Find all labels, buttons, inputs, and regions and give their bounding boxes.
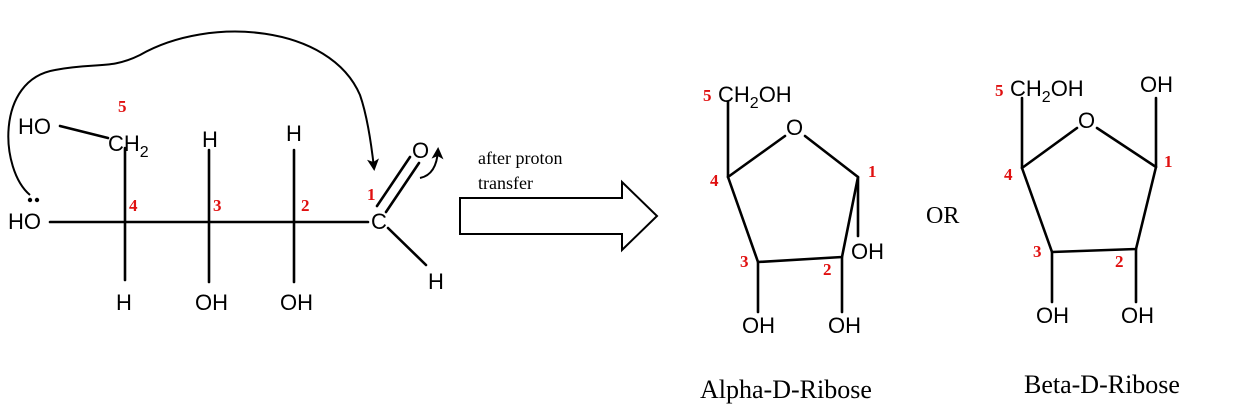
ch2-label: CH2 xyxy=(108,131,149,161)
or-label: OR xyxy=(926,203,959,229)
alpha-d-ribose-structure: CH2OH O OH OH OH 5 4 1 3 2 Alpha-D-Ribos… xyxy=(700,82,884,404)
alpha-number-2: 2 xyxy=(823,260,832,279)
carbon-number-5: 5 xyxy=(118,97,127,116)
beta-number-2: 2 xyxy=(1115,252,1124,271)
carbonyl-double-bond-a xyxy=(375,155,412,208)
beta-number-3: 3 xyxy=(1033,242,1042,261)
beta-d-ribose-structure: CH2OH O OH OH OH 5 4 1 3 2 Beta-D-Ribose xyxy=(995,72,1180,399)
alpha-oh-c3: OH xyxy=(742,313,775,338)
beta-oh-c3: OH xyxy=(1036,303,1069,328)
arrow-label-line2: transfer xyxy=(478,173,533,193)
beta-oh-c2: OH xyxy=(1121,303,1154,328)
beta-ring xyxy=(1020,126,1158,254)
carbon-number-3: 3 xyxy=(213,196,222,215)
carbonyl-double-bond-b xyxy=(384,161,421,214)
block-arrow-icon xyxy=(459,179,659,253)
alpha-oh-c2: OH xyxy=(828,313,861,338)
beta-number-4: 4 xyxy=(1004,165,1013,184)
alpha-number-5: 5 xyxy=(703,86,712,105)
carbonyl-c-label: C xyxy=(371,209,387,234)
carbon-number-4: 4 xyxy=(129,196,138,215)
aldehyde-h-label: H xyxy=(428,269,444,294)
alpha-oh-c1: OH xyxy=(851,239,884,264)
alpha-ring xyxy=(726,134,860,264)
alpha-number-3: 3 xyxy=(740,252,749,271)
beta-ch2oh-label: CH2OH xyxy=(1010,76,1084,106)
h-c3-label: H xyxy=(202,127,218,152)
beta-ring-oxygen: O xyxy=(1078,108,1095,133)
lone-pair-dot xyxy=(27,197,33,203)
oh-c2-label: OH xyxy=(280,290,313,315)
open-chain-ribose: HO CH2 HO H H H OH OH O C H 5 4 3 2 1 xyxy=(7,30,444,315)
beta-number-5: 5 xyxy=(995,81,1004,100)
alpha-name-label: Alpha-D-Ribose xyxy=(700,375,872,404)
carbon-number-1: 1 xyxy=(367,185,376,204)
h-c2-label: H xyxy=(286,121,302,146)
lone-pair-dot xyxy=(34,197,40,203)
beta-number-1: 1 xyxy=(1164,152,1173,171)
ho-top-label: HO xyxy=(18,114,51,139)
arrow-label-line1: after proton xyxy=(478,148,562,168)
nucleophilic-attack-arrow xyxy=(7,30,379,196)
alpha-number-4: 4 xyxy=(710,171,719,190)
carbonyl-electron-arrow xyxy=(419,147,444,179)
alpha-ring-oxygen: O xyxy=(786,115,803,140)
alpha-ch2oh-label: CH2OH xyxy=(718,82,792,112)
h-c4-bottom-label: H xyxy=(116,290,132,315)
oh-c3-label: OH xyxy=(195,290,228,315)
beta-oh-c1: OH xyxy=(1140,72,1173,97)
carbon-number-2: 2 xyxy=(301,196,310,215)
beta-name-label: Beta-D-Ribose xyxy=(1024,370,1180,399)
ho-ch2-bond xyxy=(58,124,110,140)
aldehyde-ch-bond xyxy=(386,226,428,267)
alpha-number-1: 1 xyxy=(868,162,877,181)
reaction-arrow: after proton transfer xyxy=(459,148,659,253)
ho-left-label: HO xyxy=(8,209,41,234)
carbonyl-o-label: O xyxy=(412,138,429,163)
